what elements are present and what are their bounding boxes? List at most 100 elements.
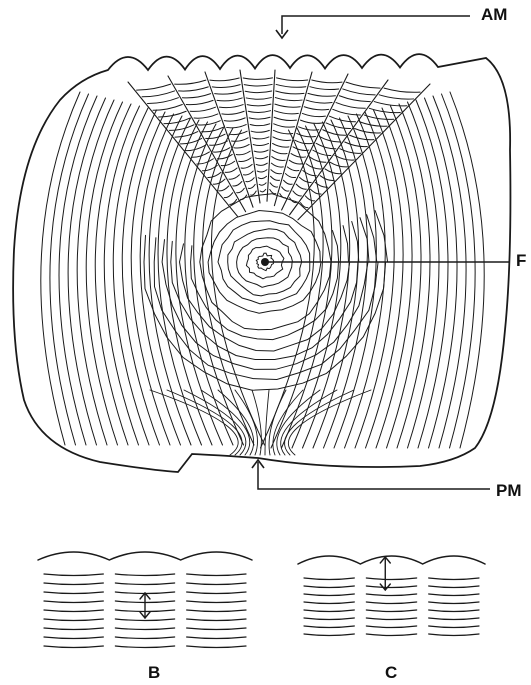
detail-c-circulus <box>366 578 416 580</box>
detail-c-circulus <box>366 594 416 596</box>
circulus <box>310 189 321 194</box>
circulus <box>224 193 232 198</box>
circulus <box>364 115 393 119</box>
detail-b-circulus <box>187 646 246 648</box>
circulus <box>224 118 245 121</box>
circulus <box>304 107 329 110</box>
lateral-arc-right <box>433 96 466 448</box>
circulus <box>251 191 257 195</box>
circulus <box>221 161 234 165</box>
circulus <box>379 95 413 99</box>
circulus <box>309 157 325 162</box>
circulus <box>169 125 193 131</box>
lateral-arc-left <box>68 98 105 445</box>
circulus <box>308 93 335 96</box>
circulus <box>219 105 243 108</box>
circulus <box>329 116 355 122</box>
circulus <box>345 142 368 147</box>
detail-c-drawing <box>298 556 485 636</box>
circulus <box>320 176 334 181</box>
circulus <box>355 129 381 133</box>
detail-b-circulus <box>115 637 174 639</box>
posterior-line <box>281 390 337 455</box>
lateral-arc-right <box>442 94 476 448</box>
circulus <box>175 80 206 84</box>
circulus <box>190 107 215 111</box>
label-b: B <box>148 664 160 681</box>
circulus <box>274 117 296 120</box>
circulus <box>270 189 276 193</box>
circulus <box>233 182 242 186</box>
radius-groove <box>205 72 253 207</box>
circulus <box>282 187 289 191</box>
circulus <box>312 80 342 83</box>
fish-scale-drawing <box>13 54 510 472</box>
detail-b-circulus <box>187 574 246 576</box>
detail-b-drawing <box>38 552 252 648</box>
detail-b-circulus <box>187 583 246 585</box>
circulus <box>153 104 182 110</box>
detail-b-circulus <box>115 574 174 576</box>
circulus <box>179 87 209 91</box>
lateral-arc-left <box>140 114 180 445</box>
label-am: AM <box>481 6 507 23</box>
detail-c-circulus <box>429 618 479 620</box>
detail-b-circulus <box>187 619 246 621</box>
circulus <box>246 98 271 100</box>
circulus <box>256 163 267 165</box>
detail-b-circulus <box>44 628 103 630</box>
detail-b-circulus <box>44 592 103 594</box>
circulus <box>231 138 248 141</box>
circulus <box>250 124 270 126</box>
detail-b-circulus <box>115 646 174 648</box>
detail-c-circulus <box>304 602 354 604</box>
detail-b-circulus <box>187 637 246 639</box>
circulus <box>273 143 289 147</box>
circulus <box>302 113 325 116</box>
detail-b-circulus <box>187 601 246 603</box>
circulus <box>276 91 304 94</box>
circulus <box>336 103 365 109</box>
circulus <box>248 111 270 113</box>
circulus <box>219 186 229 191</box>
detail-c-circulus <box>304 618 354 620</box>
circulus <box>384 88 420 92</box>
circulus <box>293 191 301 196</box>
detail-c-circulus <box>366 602 416 604</box>
circulus <box>210 78 239 81</box>
detail-c-circulus <box>429 578 479 580</box>
circulus <box>271 163 283 167</box>
circulus <box>285 174 295 178</box>
circulus <box>310 87 339 90</box>
circulus <box>346 82 380 88</box>
circulus <box>248 184 255 188</box>
detail-b-circulus <box>115 628 174 630</box>
circulus <box>350 135 374 140</box>
posterior-line <box>265 390 269 455</box>
detail-c-circulus <box>304 634 354 636</box>
circulus <box>246 178 254 182</box>
circulus <box>194 114 218 118</box>
circulus <box>230 199 237 204</box>
circulus <box>186 100 213 104</box>
lateral-arc-right <box>271 128 323 448</box>
pm-pointer <box>258 462 490 489</box>
lateral-arc-left <box>59 96 97 445</box>
lateral-arc-left <box>41 92 80 445</box>
circulus <box>164 118 190 124</box>
focus-ring <box>162 218 369 370</box>
circulus <box>225 168 237 172</box>
label-pm: PM <box>496 482 522 499</box>
circulus <box>275 111 299 114</box>
detail-b-circulus <box>44 583 103 585</box>
circulus <box>274 124 295 127</box>
lateral-arc-left <box>104 106 139 445</box>
circulus <box>215 91 242 94</box>
circulus <box>236 151 250 155</box>
circulus <box>313 150 331 155</box>
circulus <box>137 84 171 90</box>
circulus <box>258 176 266 178</box>
circulus <box>275 104 300 107</box>
detail-c-circulus <box>366 586 416 588</box>
